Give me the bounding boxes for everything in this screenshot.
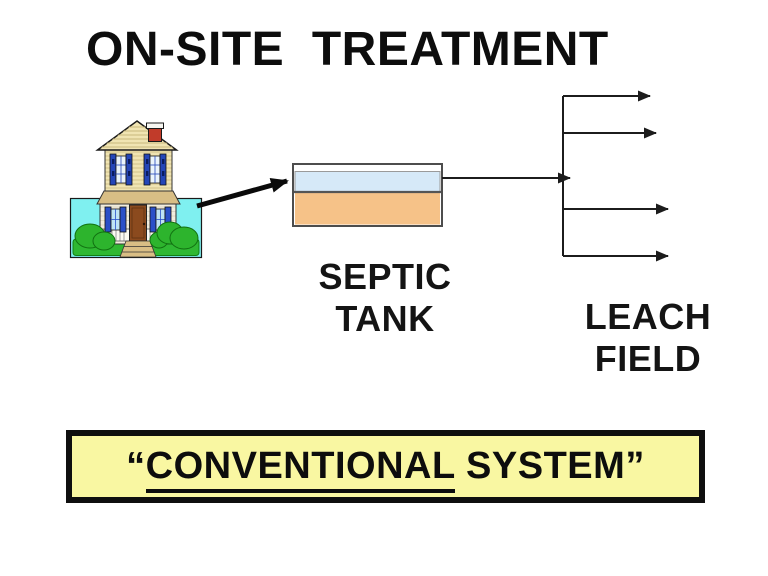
septic-tank-label-line2: TANK xyxy=(335,298,435,339)
lower-window-left xyxy=(104,206,127,233)
tank-scum-layer xyxy=(294,171,441,193)
house-icon xyxy=(69,120,203,259)
leach-field-label-line2: FIELD xyxy=(594,338,702,379)
upper-window-left xyxy=(109,153,133,186)
upper-window-right xyxy=(143,153,167,186)
banner-rest: SYSTEM xyxy=(455,445,626,487)
conventional-system-banner: “CONVENTIONAL SYSTEM” xyxy=(66,430,705,503)
banner-open-quote: “ xyxy=(126,445,146,487)
house-to-tank-arrow xyxy=(196,178,289,209)
banner-close-quote: ” xyxy=(625,445,645,487)
leach-field-label: LEACH FIELD xyxy=(548,296,748,380)
banner-underlined-word: CONVENTIONAL xyxy=(145,445,455,493)
banner-text: “CONVENTIONAL SYSTEM” xyxy=(126,445,645,493)
tank-sludge-layer xyxy=(295,192,440,225)
front-door xyxy=(129,204,147,242)
leach-field-arrows xyxy=(562,90,669,262)
septic-tank-label-line1: SEPTIC xyxy=(318,256,452,297)
slide-title: ON-SITE TREATMENT xyxy=(86,23,609,76)
leach-field-label-line1: LEACH xyxy=(584,296,712,337)
septic-tank-label: SEPTIC TANK xyxy=(285,256,485,340)
septic-tank-diagram xyxy=(292,163,443,227)
porch-steps xyxy=(119,240,157,258)
chimney xyxy=(146,122,164,142)
bushes xyxy=(74,221,199,251)
lower-window-right xyxy=(149,206,172,233)
